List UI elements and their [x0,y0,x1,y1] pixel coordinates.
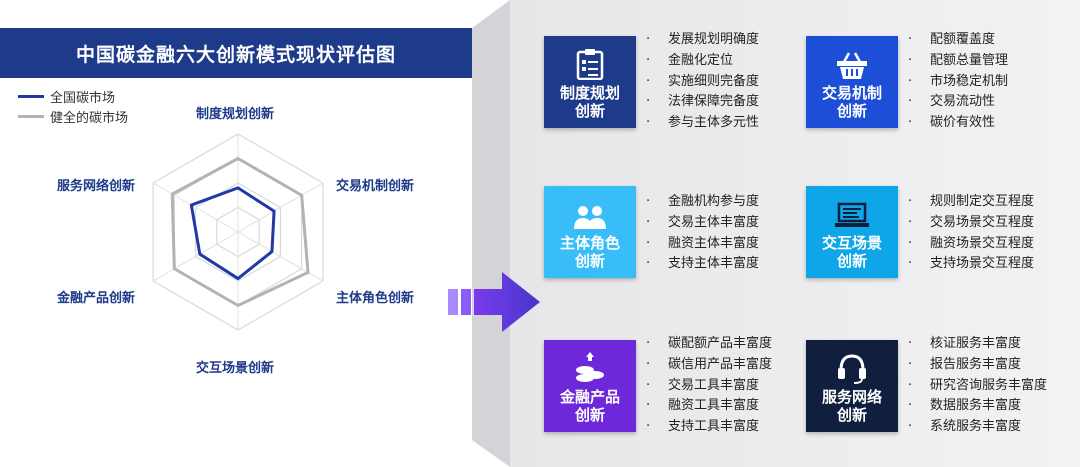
list-item: ·交易主体丰富度 [646,214,760,230]
list-item: ·融资主体丰富度 [646,235,760,251]
list-item: ·发展规划明确度 [646,32,760,47]
list-item: ·参与主体多元性 [646,115,760,131]
list-item: ·支持工具丰富度 [646,419,760,435]
mode-criteria-institutional: ·发展规划明确度 ·金融化定位 ·实施细则完备度 ·法律保障完备度 ·参与主体多… [646,30,759,134]
list-item: ·法律保障完备度 [646,94,760,110]
mode-card-interaction: 交互场景 创新 [806,186,898,278]
laptop-icon [835,202,869,227]
list-item: ·支持主体丰富度 [646,256,760,272]
arrow-icon [448,272,540,332]
axis-label-lower-left: 金融产品创新 [57,291,136,306]
basket-icon [837,52,867,79]
list-item: ·碳信用产品丰富度 [646,356,773,372]
list-item: ·报告服务丰富度 [908,356,1022,372]
legend-item-national: 全国碳市场 [18,86,128,106]
mode-title-line2: 创新 [574,102,605,120]
page-title: 中国碳金融六大创新模式现状评估图 [0,28,472,78]
mode-card-trading: 交易机制 创新 [806,36,898,128]
radar-spoke [152,182,239,233]
mode-title-line2: 创新 [836,406,867,424]
mode-criteria-trading: ·配额覆盖度 ·配额总量管理 ·市场稳定机制 ·交易流动性 ·碳价有效性 [908,30,1008,134]
list-item: ·融资场景交互程度 [908,235,1035,251]
list-item: ·配额覆盖度 [908,32,996,47]
list-item: ·数据服务丰富度 [908,398,1022,414]
legend-swatch-national [18,94,44,98]
list-item: ·市场稳定机制 [908,73,1009,89]
legend-label-national: 全国碳市场 [50,90,116,106]
list-item: ·金融化定位 [646,52,734,68]
radar-series-sound-market [170,157,310,307]
people-icon [574,206,606,229]
list-item: ·规则制定交互程度 [908,194,1035,209]
mode-criteria-products: ·碳配额产品丰富度 ·碳信用产品丰富度 ·交易工具丰富度 ·融资工具丰富度 ·支… [646,334,772,438]
list-item: ·核证服务丰富度 [908,336,1022,351]
list-item: ·系统服务丰富度 [908,419,1022,435]
mode-title-line1: 制度规划 [559,84,620,102]
list-item: ·金融机构参与度 [646,194,760,209]
list-item: ·支持场景交互程度 [908,256,1035,272]
list-item: ·融资工具丰富度 [646,398,760,414]
mode-title-line1: 主体角色 [559,234,620,252]
chart-legend: 全国碳市场 健全的碳市场 [18,86,128,126]
list-item: ·研究咨询服务丰富度 [908,377,1048,393]
radar-spoke [237,182,324,233]
list-item: ·实施细则完备度 [646,73,760,89]
mode-title-line2: 创新 [836,252,867,270]
mode-criteria-interaction: ·规则制定交互程度 ·交易场景交互程度 ·融资场景交互程度 ·支持场景交互程度 [908,192,1034,275]
coins-icon [576,352,604,382]
axis-label-upper-right: 交易机制创新 [336,179,415,194]
legend-item-sound: 健全的碳市场 [18,106,128,126]
headset-icon [838,354,866,384]
mode-title-line1: 金融产品 [559,388,620,406]
list-item: ·交易场景交互程度 [908,214,1035,230]
mode-title-line1: 交互场景 [821,234,882,252]
mode-card-institutional: 制度规划 创新 [544,36,636,128]
checklist-icon [576,49,604,80]
mode-title-line2: 创新 [574,252,605,270]
mode-card-participants: 主体角色 创新 [544,186,636,278]
mode-title-line1: 服务网络 [821,388,882,406]
innovation-modes-panel: 制度规划 创新 ·发展规划明确度 ·金融化定位 ·实施细则完备度 ·法律保障完备… [470,0,1080,467]
mode-criteria-participants: ·金融机构参与度 ·交易主体丰富度 ·融资主体丰富度 ·支持主体丰富度 [646,192,759,275]
axis-label-bottom: 交互场景创新 [196,361,275,376]
legend-swatch-sound [18,114,44,118]
radar-series-national-market [189,186,276,281]
radar-chart-panel: 中国碳金融六大创新模式现状评估图 全国碳市场 健全的碳市场 制度规划创新 交易机… [0,0,472,467]
axis-label-top: 制度规划创新 [196,107,275,122]
radar-chart [152,133,324,331]
radar-spoke [152,231,239,282]
list-item: ·交易流动性 [908,94,996,110]
list-item: ·碳配额产品丰富度 [646,336,773,351]
list-item: ·碳价有效性 [908,115,996,131]
list-item: ·交易工具丰富度 [646,377,760,393]
mode-card-services: 服务网络 创新 [806,340,898,432]
mode-criteria-services: ·核证服务丰富度 ·报告服务丰富度 ·研究咨询服务丰富度 ·数据服务丰富度 ·系… [908,334,1047,438]
list-item: ·配额总量管理 [908,52,1009,68]
mode-title-line1: 交易机制 [821,84,882,102]
mode-title-line2: 创新 [836,102,867,120]
legend-label-sound: 健全的碳市场 [50,110,129,126]
mode-card-products: 金融产品 创新 [544,340,636,432]
axis-label-upper-left: 服务网络创新 [57,179,136,194]
axis-label-lower-right: 主体角色创新 [336,291,415,306]
mode-title-line2: 创新 [574,406,605,424]
